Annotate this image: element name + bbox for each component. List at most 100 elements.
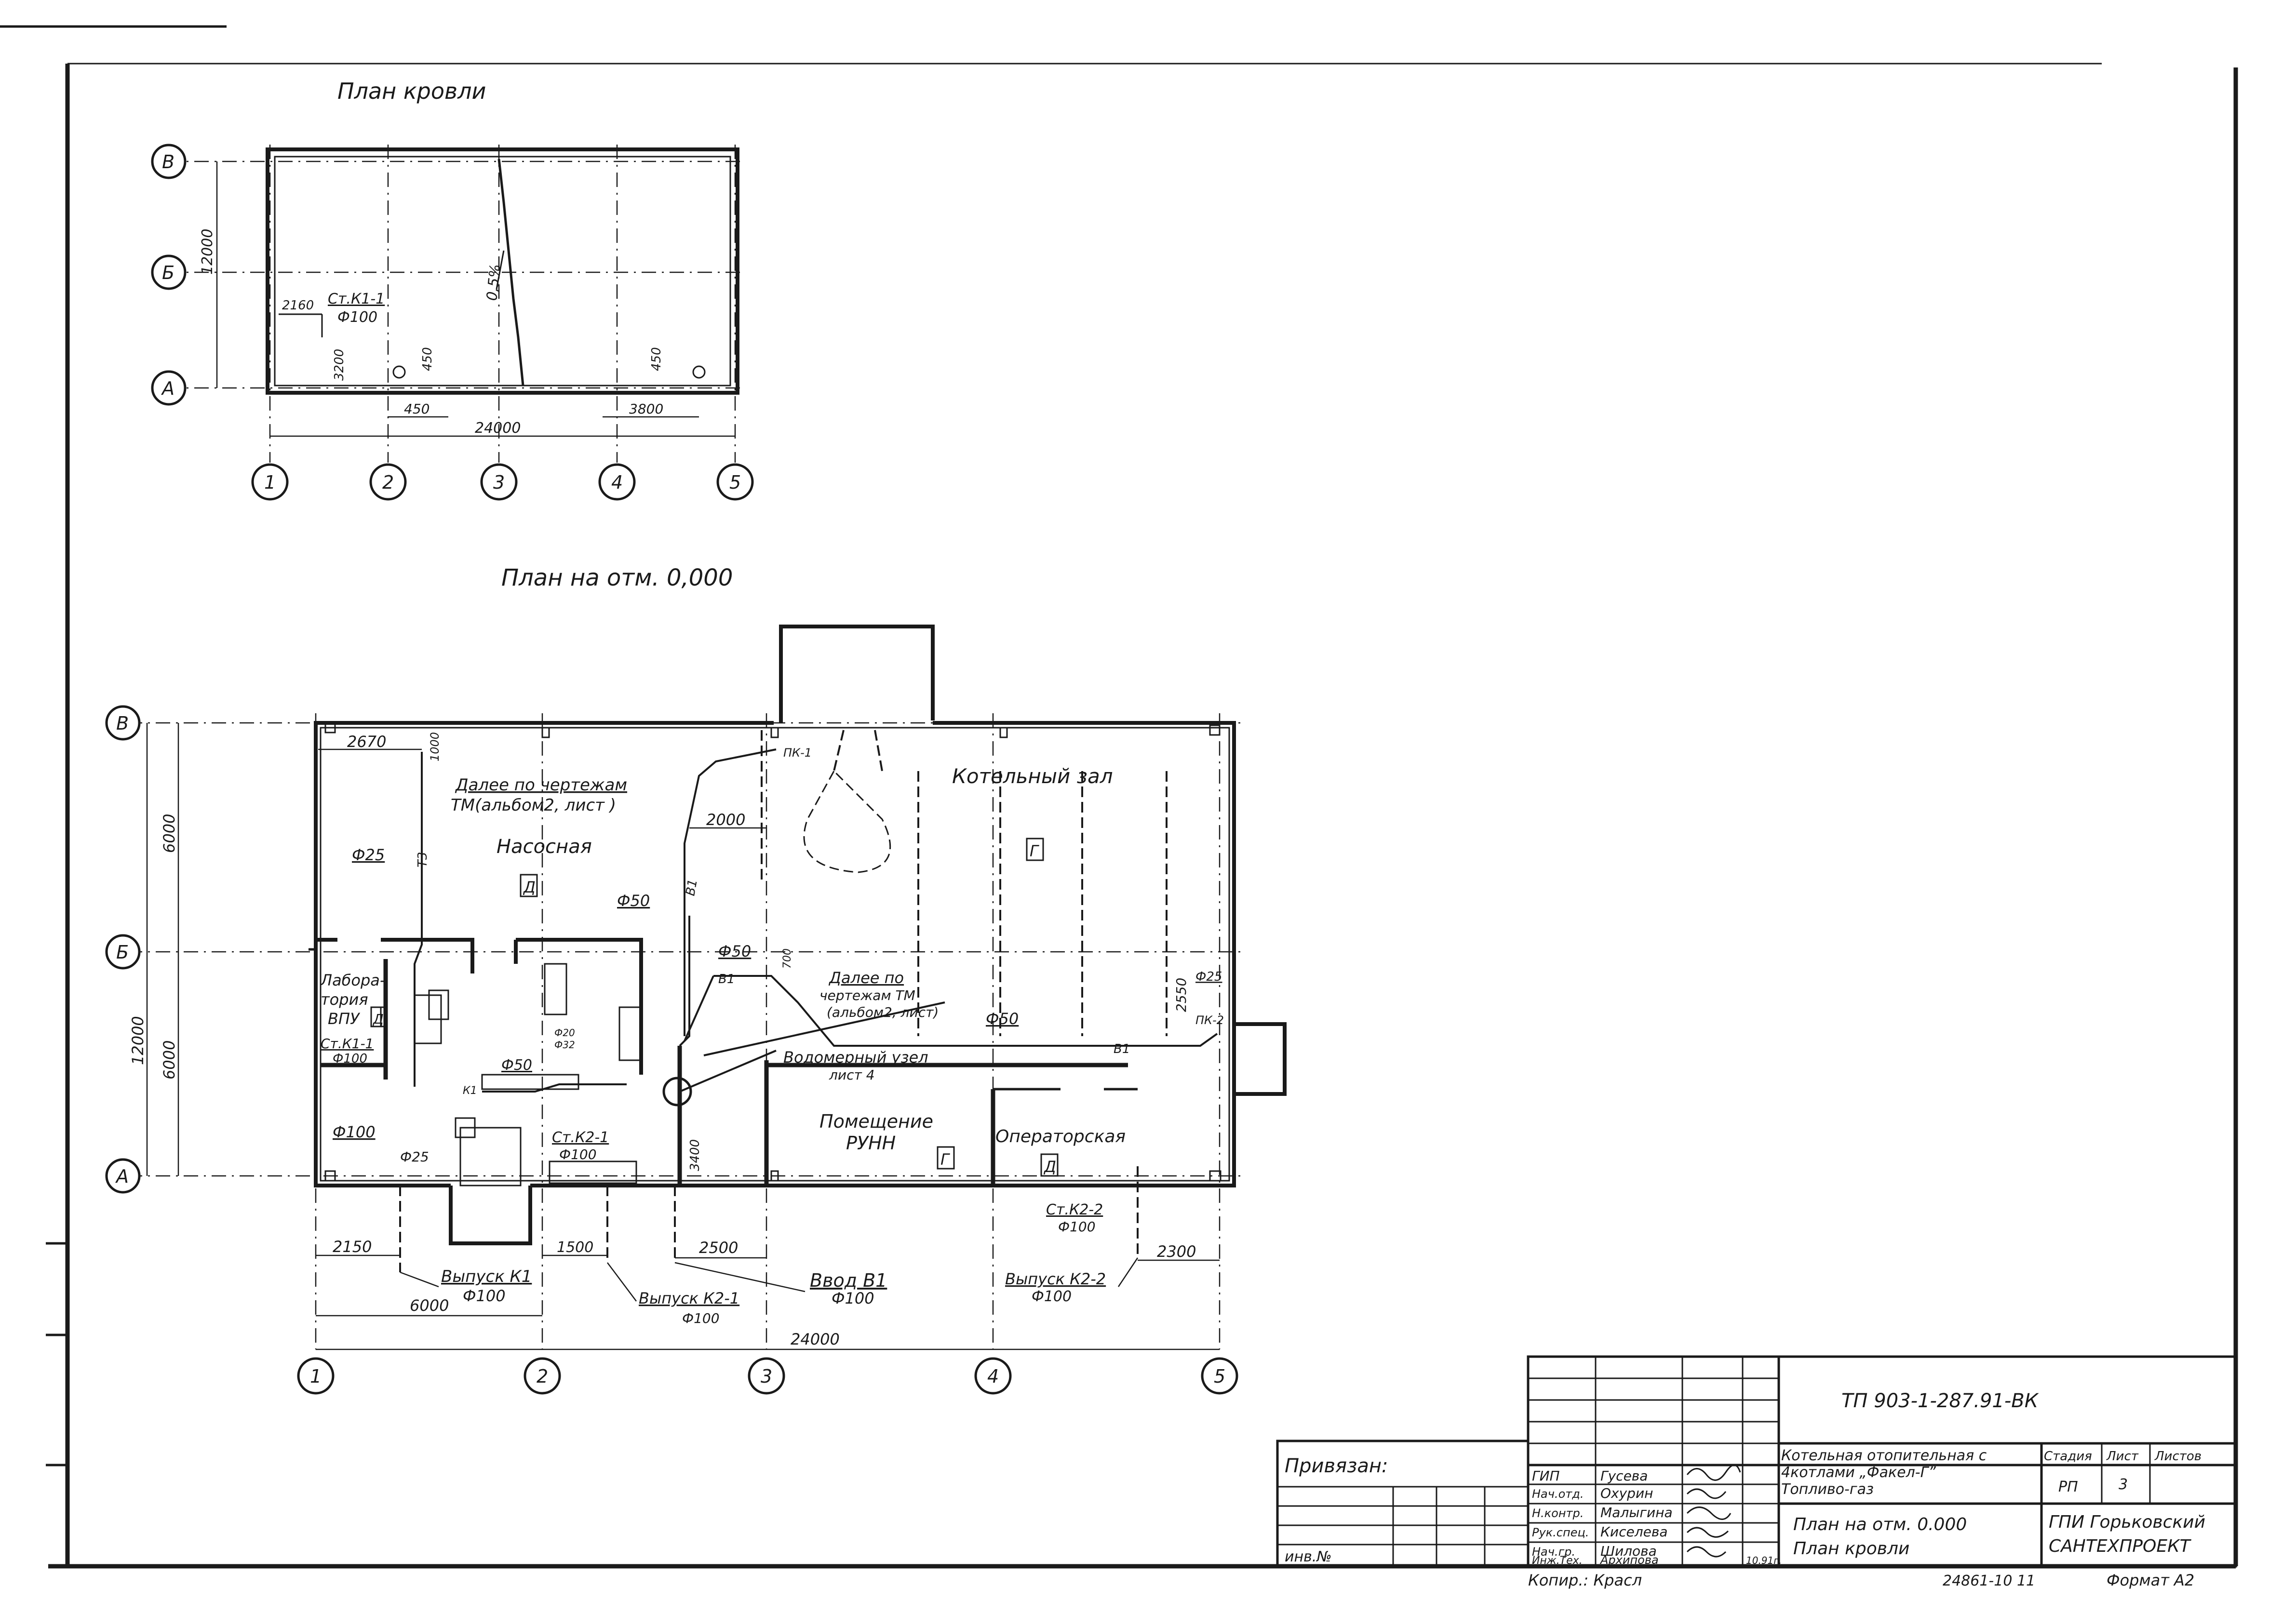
axis-bubble-1: 1 [310,1366,322,1387]
dia-100-label: Ф100 [333,1123,376,1141]
vestibule [459,1127,522,1186]
room-operator-label: Операторская [995,1127,1126,1146]
title-block: Привязан: инв.№ ТП 903-1-287.91-ВК Котел… [1276,1355,2237,1589]
axis-bubble-5: 5 [729,472,741,493]
stamp-name: Гусева [1600,1468,1648,1484]
stamp-description: 4котлами „Факел-Г” [1781,1464,1936,1481]
signature [1686,1506,1732,1520]
category-d-operator: Д [1043,1158,1056,1176]
axis-bubble-2: 2 [537,1366,548,1387]
outlet-k2-1-dia: Ф100 [682,1310,720,1326]
axis-bubble-3: 3 [761,1366,772,1387]
signature [1686,1546,1727,1558]
dim-24000: 24000 [791,1330,840,1348]
note-continue-tm-2: Далее по [828,969,904,987]
dim-1500: 1500 [557,1239,593,1256]
dim-2000: 2000 [706,811,745,829]
stamp-name: Малыгина [1600,1505,1673,1520]
axis-bubble-b: Б [116,942,129,963]
v1-label: В1 [718,972,735,986]
axis-bubble-a: А [115,1166,129,1187]
dia-25-label: Ф25 [352,846,385,864]
outlet-k1-label: Выпуск К1 [441,1267,532,1286]
riser-k1-1-dia: Ф100 [333,1052,367,1066]
stamp-role: ГИП [1532,1468,1560,1484]
stamp-sheet-number: 3 [2119,1476,2128,1493]
axis-bubble-2: 2 [382,472,394,493]
dim-2500: 2500 [699,1239,738,1257]
note-continue-tm-2: (альбом2, лист) [827,1004,939,1020]
axis-bubble-1: 1 [264,472,276,493]
t3-label: Т3 [416,852,430,867]
axis-bubble-4: 4 [611,472,623,493]
pump-icon [414,994,442,1044]
slope-label: 0,5% [483,263,504,301]
bench-icon [549,1160,637,1184]
stamp-name: Охурин [1600,1485,1653,1501]
dim-2150: 2150 [333,1238,372,1256]
room-pump-station: Насосная [497,836,592,858]
dia-50-label: Ф50 [986,1010,1019,1028]
stamp-description: Котельная отопительная с [1781,1447,1987,1464]
stamp-role: Рук.спец. [1532,1526,1589,1539]
stamp-name: Киселева [1600,1524,1667,1540]
stamp-name: Шилова [1600,1543,1657,1559]
riser-k2-2-label: Ст.К2-2 [1046,1201,1103,1218]
stamp-archive-number: 24861-10 11 [1943,1573,2035,1589]
axis-bubble-4: 4 [987,1366,999,1387]
dim-3400: 3400 [688,1139,702,1171]
dim-3200: 3200 [332,349,347,381]
stamp-stage-header: Стадия [2044,1449,2092,1464]
stamp-role: Инж.Тех. [1532,1555,1583,1567]
roof-drain-icon [392,365,406,379]
axis-bubble-v: В [116,713,129,734]
dia-25-label: Ф25 [1195,970,1222,984]
dim-450: 450 [420,347,435,371]
dim-6000: 6000 [160,1040,178,1080]
stamp-name: Архипова [1599,1553,1659,1567]
note-continue-tm-album: ТМ(альбом2, лист ) [451,796,616,815]
stamp-description: Топливо-газ [1781,1481,1874,1498]
equipment [544,963,567,1015]
water-meter-unit-label: Водомерный узел [783,1048,928,1066]
dim-3800: 3800 [629,401,663,417]
stamp-format: Формат А2 [2107,1571,2194,1589]
dim-2670: 2670 [347,733,386,751]
roof-outline [266,147,739,395]
category-d-lab: Д [372,1011,384,1027]
dia-25-label: Ф25 [400,1149,429,1165]
dia-50-label: Ф50 [501,1057,532,1074]
room-lab-label: тория [321,990,368,1009]
dim-450: 450 [649,347,664,371]
lab-equipment [428,989,449,1020]
water-meter-icon [662,1077,692,1106]
dim-6000: 6000 [160,814,178,853]
outlet-k2-2-dia: Ф100 [1032,1288,1072,1305]
stamp-role: Нач.гр. [1532,1545,1575,1559]
dim-6000: 6000 [410,1296,449,1315]
room-boiler-hall: Котельный зал [952,764,1113,788]
floor-plan: Д Г Д Г Д 2670 1000 Далее по чертеж [105,625,1287,1395]
signature [1686,1488,1727,1499]
dim-1000: 1000 [428,732,442,761]
room-lab-label: ВПУ [328,1010,361,1028]
note-continue-tm: Далее по чертежам [455,775,627,795]
room-runn-label: Помещение [819,1111,933,1132]
dim-2160: 2160 [282,298,314,313]
roof-drain-icon [692,365,706,379]
heater-icon [481,1074,579,1090]
room-runn-label: РУНН [846,1133,896,1154]
outlet-k1-dia: Ф100 [463,1287,506,1305]
stamp-organization: САНТЕХПРОЕКТ [2049,1536,2192,1556]
water-meter-sheet-label: лист 4 [829,1067,875,1083]
note-continue-tm-2: чертежам ТМ [819,987,915,1003]
dia-50-label: Ф50 [617,892,650,910]
roof-parapet [274,156,731,387]
inlet-v1-label: Ввод В1 [810,1270,887,1291]
stamp-role: Н.контр. [1532,1506,1584,1520]
hydrant-pk1-label: ПК-1 [783,746,812,760]
v1-label: В1 [1114,1042,1130,1056]
category-g-runn: Г [940,1150,950,1169]
category-d-pump: Д [523,878,536,896]
